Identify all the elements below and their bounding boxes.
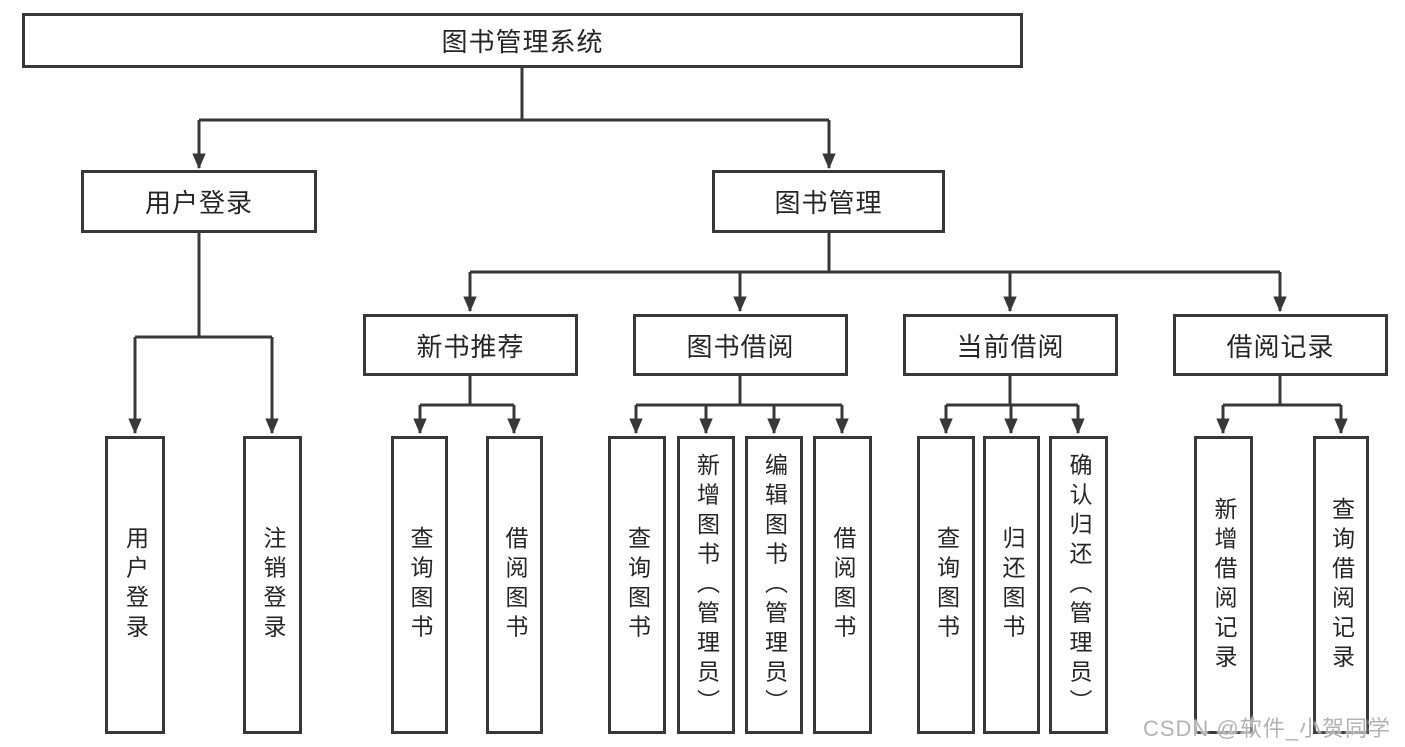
leaf-borrow-books-2: 借阅图书: [813, 436, 872, 734]
connector-book-mgmt-to-level3: [463, 233, 1287, 313]
leaf-edit-book-admin: 编辑图书（管理员）: [745, 436, 803, 734]
csdn-watermark: CSDN @软件_小贺同学: [1142, 716, 1391, 741]
leaf-query-borrow-record: 查询借阅记录: [1313, 436, 1369, 734]
leaf-query-books-1: 查询图书: [391, 436, 448, 734]
connector-user-login-children: [128, 233, 279, 435]
leaf-logout: 注销登录: [243, 436, 302, 734]
connector-current-borrow-children: [939, 376, 1085, 435]
node-label: 图书管理: [774, 188, 883, 218]
node-label: 用户登录: [122, 526, 149, 644]
node-label: 图书管理系统: [441, 27, 604, 57]
node-borrowing-records: 借阅记录: [1173, 314, 1388, 376]
connector-new-book-rec-children: [413, 376, 521, 435]
node-library-system: 图书管理系统: [22, 13, 1023, 68]
node-label: 新增借阅记录: [1211, 496, 1237, 674]
node-label: 注销登录: [260, 526, 286, 644]
node-label: 借阅图书: [830, 526, 856, 644]
node-label: 新书推荐: [416, 331, 525, 362]
node-label: 借阅图书: [502, 526, 528, 644]
node-label: 查询图书: [624, 526, 651, 644]
node-label: 归还图书: [999, 526, 1025, 644]
leaf-query-books-2: 查询图书: [608, 436, 666, 734]
node-new-book-recommend: 新书推荐: [363, 314, 578, 376]
node-label: 确认归还（管理员）: [1066, 452, 1092, 718]
leaf-borrow-books-1: 借阅图书: [486, 436, 543, 734]
node-label: 查询借阅记录: [1328, 496, 1355, 674]
node-book-management: 图书管理: [712, 170, 945, 233]
node-label: 用户登录: [144, 188, 253, 218]
node-label: 查询图书: [407, 526, 433, 644]
connector-borrow-records-children: [1216, 376, 1348, 435]
leaf-add-book-admin: 新增图书（管理员）: [677, 436, 735, 734]
connector-root-to-level2: [192, 68, 836, 170]
node-current-borrowing: 当前借阅: [903, 314, 1118, 376]
node-label: 借阅记录: [1226, 331, 1335, 362]
node-user-login: 用户登录: [81, 170, 317, 233]
node-label: 查询图书: [933, 526, 960, 644]
node-label: 图书借阅: [686, 331, 795, 362]
leaf-add-borrow-record: 新增借阅记录: [1194, 436, 1253, 734]
node-label: 新增图书（管理员）: [693, 452, 720, 718]
node-label: 编辑图书（管理员）: [761, 452, 788, 718]
leaf-return-book: 归还图书: [983, 436, 1040, 734]
connector-book-borrow-children: [629, 376, 849, 435]
leaf-confirm-return-admin: 确认归还（管理员）: [1049, 436, 1108, 734]
leaf-user-login: 用户登录: [105, 436, 165, 734]
node-book-borrowing: 图书借阅: [633, 314, 848, 376]
leaf-query-books-3: 查询图书: [917, 436, 975, 734]
node-label: 当前借阅: [956, 331, 1065, 362]
